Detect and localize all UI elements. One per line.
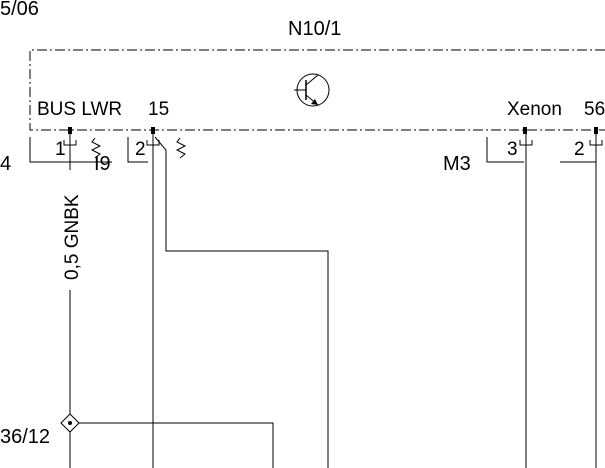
diamond-junction-icon: [60, 413, 80, 433]
wire-pin2-branch: [154, 136, 329, 468]
component-boundary: [29, 49, 605, 131]
bus-lwr-label: BUS LWR: [37, 99, 122, 120]
connector-i9-label: I9: [94, 153, 111, 175]
pin-3-number: 3: [507, 139, 518, 160]
pin-2-number: 2: [135, 139, 146, 160]
pin-2b-marker: [594, 127, 598, 134]
connector-i9-housing-right: [127, 137, 148, 163]
pin-3-marker: [523, 127, 527, 134]
pin-2b-number: 2: [574, 139, 585, 160]
terminal-56-label: 56: [584, 99, 605, 120]
spring-contact-icon: [90, 137, 102, 159]
wire-color-label: 0,5 GNBK: [62, 194, 83, 280]
connector-i9-housing-left: [29, 137, 112, 163]
wire-junction-branch: [79, 422, 274, 468]
spring-contact-icon: [175, 137, 187, 159]
component-title: N10/1: [288, 18, 341, 40]
transistor-symbol-icon: [294, 73, 330, 107]
pin-2-marker: [151, 127, 155, 134]
top-left-ref: 5/06: [0, 0, 39, 20]
left-edge-label: 4: [0, 153, 11, 175]
junction-ref-label: 36/12: [0, 426, 50, 448]
xenon-label: Xenon: [507, 99, 562, 120]
pin-1-marker: [68, 127, 72, 134]
terminal-15-label: 15: [148, 99, 169, 120]
connector-m3-housing: [486, 137, 524, 163]
connector-m3-label: M3: [443, 153, 471, 175]
pin-1-number: 1: [55, 139, 66, 160]
